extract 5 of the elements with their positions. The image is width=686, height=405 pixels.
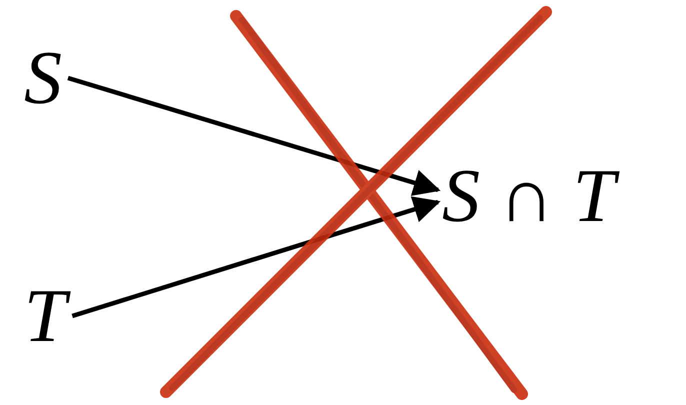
intersection-label: S ∩ T bbox=[440, 158, 618, 234]
set-label: S bbox=[23, 40, 63, 116]
arrow bbox=[72, 196, 441, 318]
arrow bbox=[67, 76, 441, 196]
set-label: T bbox=[22, 278, 68, 354]
